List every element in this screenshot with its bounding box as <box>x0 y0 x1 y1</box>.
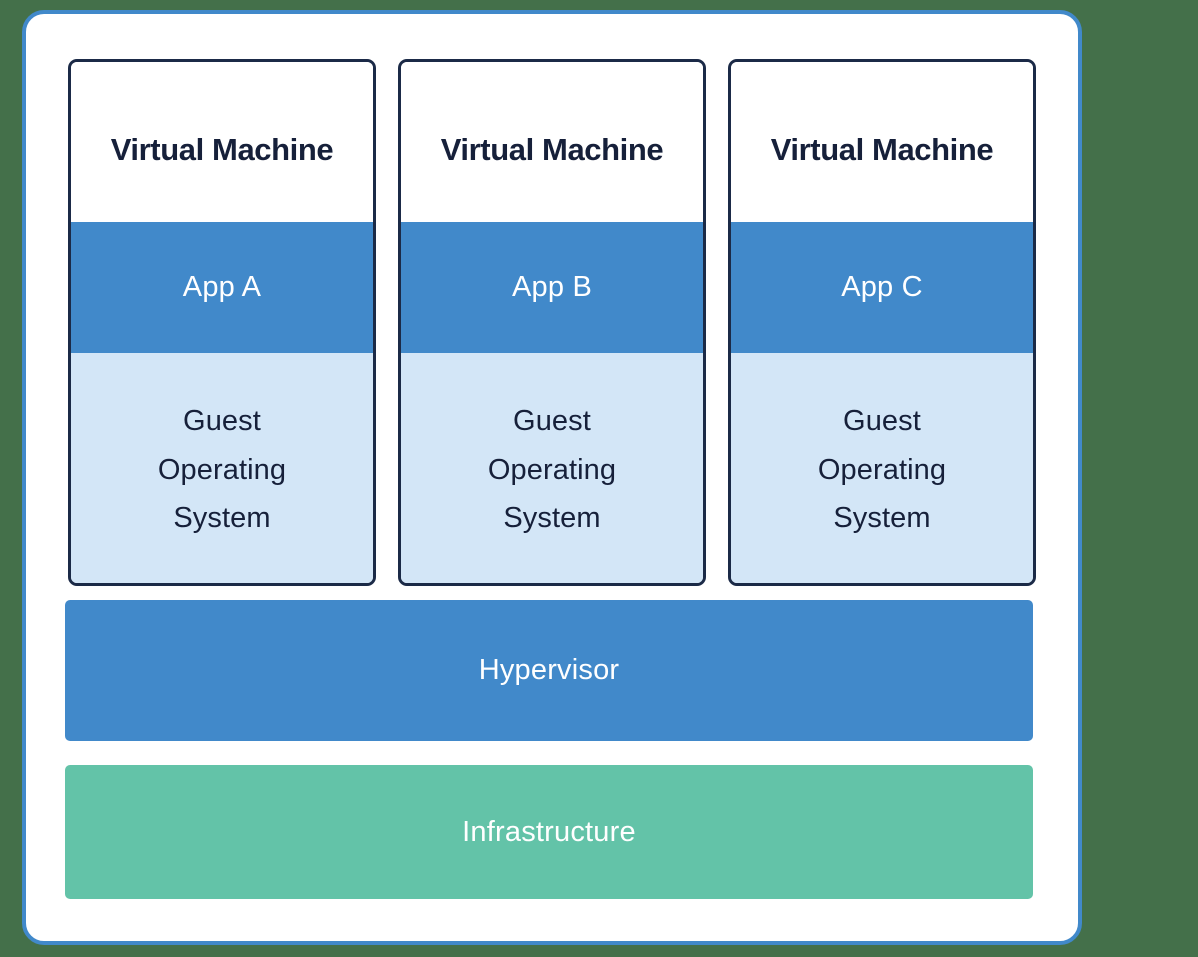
vm-card-2-header: Virtual Machine <box>401 62 703 222</box>
hypervisor-label: Hypervisor <box>478 654 620 686</box>
vm-card-3-app-band: App C <box>731 222 1033 353</box>
vm-card-2-title: Virtual Machine <box>440 132 664 167</box>
vm-card-1-app-band: App A <box>71 222 373 353</box>
vm-card-3-app-label: App C <box>841 271 923 303</box>
vm-card-2-app-label: App B <box>512 271 592 303</box>
hypervisor-layer[interactable]: Hypervisor <box>65 600 1033 741</box>
vm-card-2-app-band: App B <box>401 222 703 353</box>
vm-card-3-title: Virtual Machine <box>770 132 994 167</box>
vm-card-1-app-label: App A <box>182 271 262 303</box>
vm-card-1-title: Virtual Machine <box>110 132 334 167</box>
vm-card-3-header: Virtual Machine <box>731 62 1033 222</box>
infrastructure-layer[interactable]: Infrastructure <box>65 765 1033 899</box>
vm-card-1-header: Virtual Machine <box>71 62 373 222</box>
infrastructure-label: Infrastructure <box>462 815 636 848</box>
